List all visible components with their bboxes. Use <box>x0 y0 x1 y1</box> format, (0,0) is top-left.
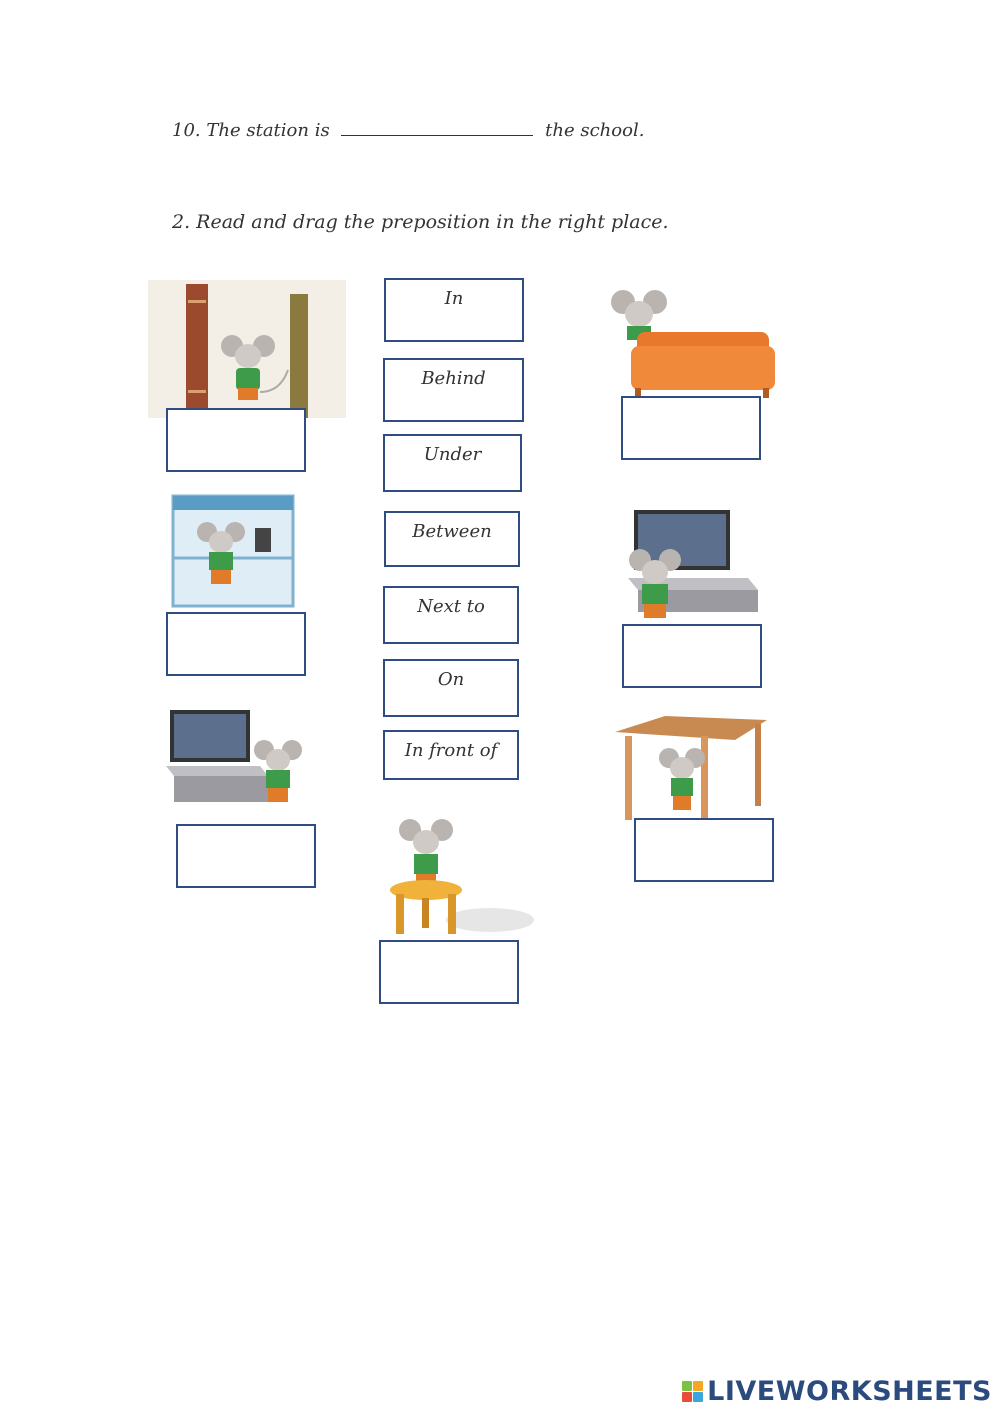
word-behind[interactable]: Behind <box>383 358 524 422</box>
exercise-10-text-after: the school. <box>545 120 645 141</box>
picture-mouse-between-books <box>148 280 346 418</box>
liveworksheets-logo: LIVEWORKSHEETS <box>682 1376 992 1407</box>
exercise-10-text-before: The station is <box>206 120 330 141</box>
picture-mouse-in-front-of-tv <box>598 500 784 636</box>
answer-box-between[interactable] <box>166 408 306 472</box>
word-in[interactable]: In <box>384 278 524 342</box>
word-in-front-of[interactable]: In front of <box>383 730 519 780</box>
word-between[interactable]: Between <box>384 511 520 567</box>
picture-mouse-on-stool <box>370 816 540 940</box>
answer-box-next-to[interactable] <box>176 824 316 888</box>
word-under[interactable]: Under <box>383 434 522 492</box>
logo-squares-icon <box>682 1381 704 1402</box>
exercise-10-sentence: 10. The station is the school. <box>172 120 644 141</box>
answer-box-under[interactable] <box>634 818 774 882</box>
answer-box-in-front-of[interactable] <box>622 624 762 688</box>
exercise-10-blank[interactable] <box>341 135 534 136</box>
logo-text: LIVEWORKSHEETS <box>707 1376 992 1407</box>
word-on[interactable]: On <box>383 659 519 717</box>
word-next-to[interactable]: Next to <box>383 586 519 644</box>
exercise-10-number: 10. <box>172 120 201 141</box>
picture-mouse-in-telephone-box <box>143 488 333 618</box>
picture-mouse-behind-sofa <box>597 280 777 408</box>
picture-mouse-under-table <box>605 710 773 828</box>
exercise-2-instruction: 2. Read and drag the preposition in the … <box>172 211 669 233</box>
answer-box-on[interactable] <box>379 940 519 1004</box>
picture-mouse-next-to-tv <box>156 704 328 826</box>
answer-box-in[interactable] <box>166 612 306 676</box>
answer-box-behind[interactable] <box>621 396 761 460</box>
